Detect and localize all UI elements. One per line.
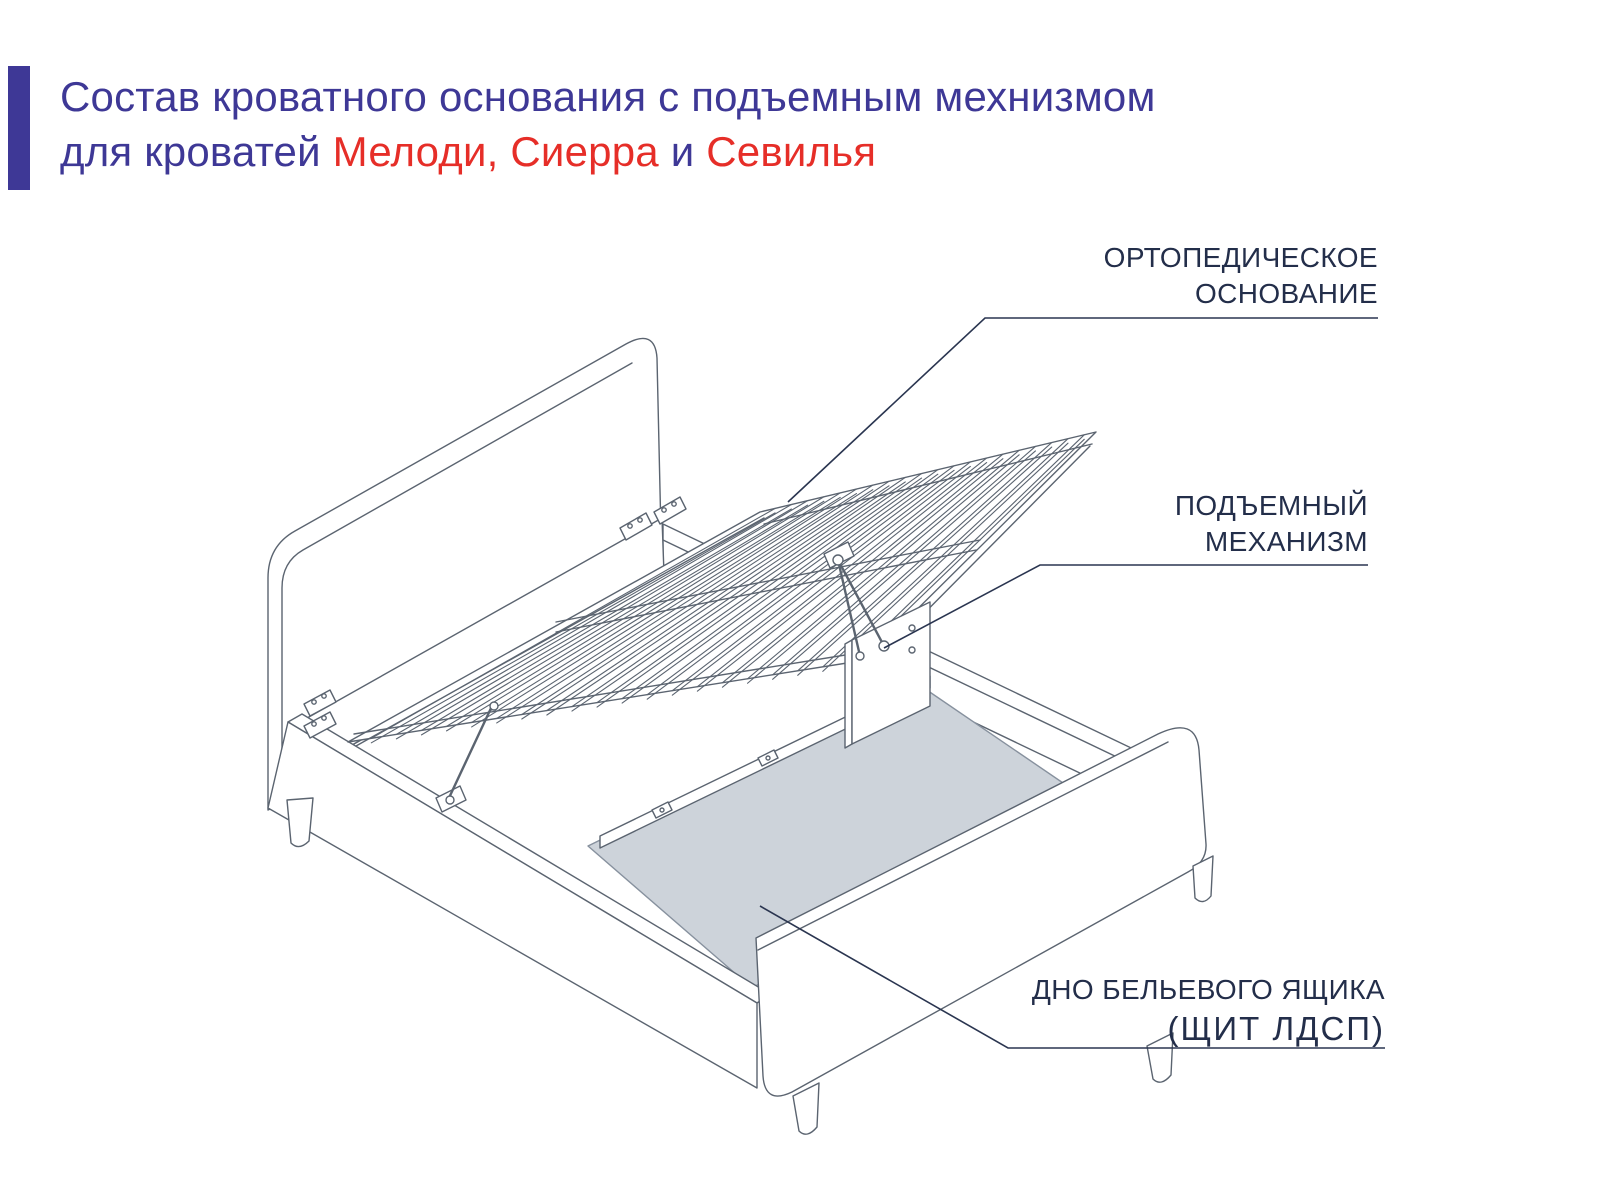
- label-drawer-bottom: ДНО БЕЛЬЕВОГО ЯЩИКА (ЩИТ ЛДСП): [1032, 972, 1385, 1051]
- title-line2: для кроватей Мелоди, Сиерра и Севилья: [60, 128, 876, 175]
- label-lift-mechanism-line1: ПОДЪЕМНЫЙ: [1174, 490, 1368, 521]
- label-orthopedic-base-line2: ОСНОВАНИЕ: [1194, 278, 1378, 310]
- title-line2-models-1: Мелоди, Сиерра: [332, 127, 659, 175]
- leader-orthopedic-base: [787, 317, 1378, 503]
- title-line2-models-2: Севилья: [706, 127, 877, 175]
- label-orthopedic-base: ОРТОПЕДИЧЕСКОЕ ОСНОВАНИЕ: [1104, 240, 1378, 313]
- footboard: [755, 727, 1207, 1097]
- title-line2-conjunction: и: [658, 127, 707, 175]
- page-title: Состав кроватного основания с подъемным …: [60, 70, 1156, 179]
- label-drawer-bottom-line2: (ЩИТ ЛДСП): [1167, 1010, 1385, 1048]
- title-line2-prefix: для кроватей: [60, 127, 333, 175]
- leader-drawer-bottom: [759, 905, 1385, 1049]
- orthopedic-base: [347, 431, 1097, 747]
- mounting-brackets: [303, 496, 687, 739]
- label-drawer-bottom-line1: ДНО БЕЛЬЕВОГО ЯЩИКА: [1031, 974, 1385, 1005]
- label-orthopedic-base-line1: ОРТОПЕДИЧЕСКОЕ: [1103, 242, 1378, 273]
- bed-legs: [286, 797, 1214, 1135]
- leader-lift-mechanism: [883, 564, 1368, 649]
- title-line1: Состав кроватного основания с подъемным …: [60, 73, 1156, 120]
- lift-mechanism-left: [435, 701, 499, 813]
- label-lift-mechanism: ПОДЪЕМНЫЙ МЕХАНИЗМ: [1175, 488, 1368, 561]
- mechanism-support-board: [844, 601, 931, 749]
- label-lift-mechanism-line2: МЕХАНИЗМ: [1204, 526, 1368, 558]
- title-accent-bar: [8, 66, 30, 190]
